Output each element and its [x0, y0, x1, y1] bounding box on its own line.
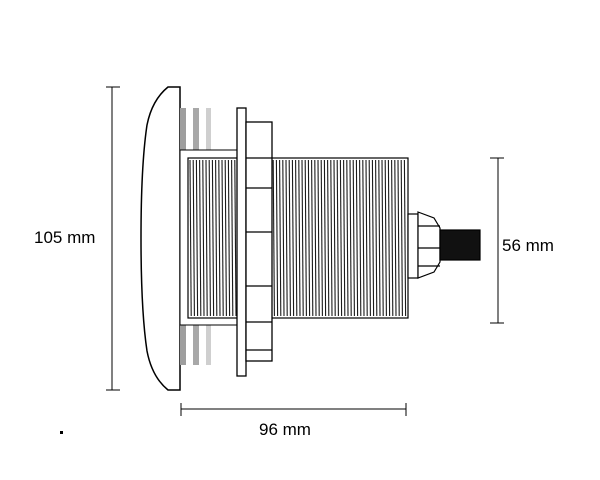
body-diameter-label: 56 mm — [502, 236, 554, 255]
threaded-body — [187, 157, 409, 319]
height-label: 105 mm — [34, 228, 96, 247]
cable-gland — [407, 211, 481, 279]
front-cover — [140, 86, 181, 391]
flange-nut — [236, 107, 273, 377]
dot-marker — [60, 431, 63, 434]
length-dimension — [180, 403, 407, 416]
length-label: 96 mm — [259, 420, 311, 439]
height-dimension — [106, 86, 120, 391]
diameter-dimension — [490, 157, 504, 324]
